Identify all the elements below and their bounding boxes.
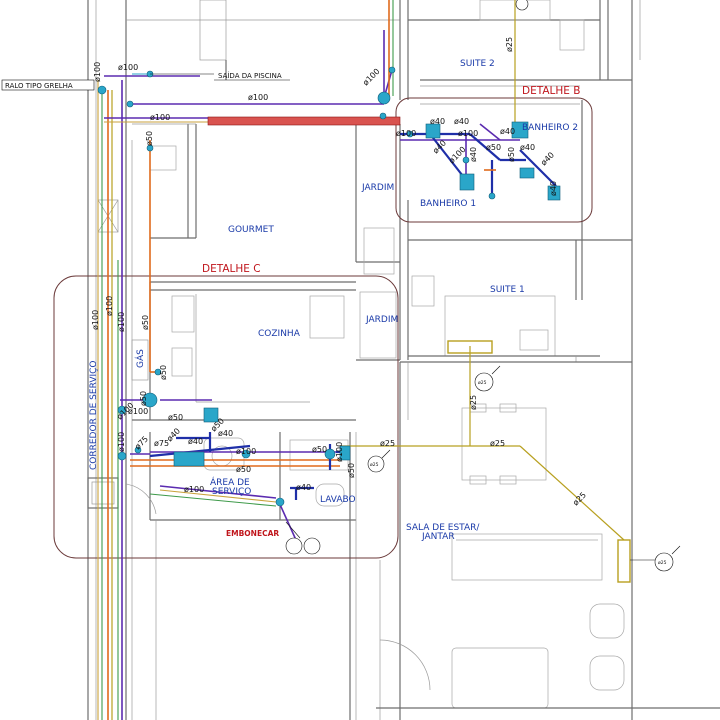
marker-circle [515,0,529,11]
detail-c-title: DETALHE C [202,263,261,275]
building-walls [87,0,720,720]
marker-circles: ø25 ø25 ø25 [285,0,681,572]
dim-label: ø50 [312,445,327,454]
gas-meter-box [447,340,493,354]
dim-label: ø100 [150,113,170,122]
room-area-servico-1: ÁREA DE [210,476,250,488]
room-gourmet: GOURMET [228,225,274,235]
dim-label: ø100 [105,296,114,316]
brick-wall-section [207,116,401,126]
detail-c-outline [53,275,399,559]
dim-label: ø100 [184,485,204,494]
marker-circle [285,521,321,555]
detail-b-title: DETALHE B [522,85,580,97]
dim-label: ø40 [188,437,203,446]
dim-label: ø50 [347,463,356,478]
embonecar-label: EMBONECAR [226,529,279,538]
diameter-labels: ø100 ø100 ø100 ø100 ø100 ø50 ø25 ø100 ø4… [91,37,588,507]
dim-label: ø50 [507,147,516,162]
marker-circle: ø25 [630,545,681,572]
room-sala-2: JANTAR [421,532,455,542]
dim-label: ø100 [361,67,382,88]
dim-label: ø40 [549,181,558,196]
room-gas: GÁS [134,349,146,368]
dim-label: ø50 [159,365,168,380]
dim-label: ø25 [469,395,478,410]
dim-label: ø100 [117,432,126,452]
gas-meter-box-2 [617,539,631,583]
dim-label: ø50 [145,131,154,146]
dim-label: ø40 [500,127,515,136]
dim-label: ø25 [380,439,395,448]
room-corredor-servico: CORREDOR DE SERVIÇO [89,360,99,470]
dim-label: ø75 [133,434,150,451]
dim-label: ø100 [128,407,148,416]
dim-label: ø50 [141,315,150,330]
ralo-label: RALO TIPO GRELHA [5,82,73,90]
room-banheiro-1: BANHEIRO 1 [420,199,476,209]
room-sala-1: SALA DE ESTAR/ [406,523,480,533]
dim-label: ø40 [165,426,182,443]
room-lavabo: LAVABO [320,495,356,505]
dim-label: ø100 [458,129,478,138]
dim-label: ø40 [296,483,311,492]
marker-label: ø25 [658,560,667,566]
marker-label: ø25 [370,462,379,468]
dim-label: ø25 [505,37,514,52]
dim-label: ø50 [236,465,251,474]
annotation-ralo: RALO TIPO GRELHA [1,79,95,91]
dim-label: ø50 [486,143,501,152]
dim-label: ø100 [236,447,256,456]
balcony-railing [420,85,580,105]
room-suite-1: SUITE 1 [490,285,525,295]
dim-label: ø75 [154,439,169,448]
dim-label: ø100 [396,129,416,138]
room-jardim-mid: JARDIM [365,315,398,325]
dim-label: ø40 [539,150,556,167]
dim-label: ø100 [118,63,138,72]
saida-piscina-label: SAÍDA DA PISCINA [218,71,282,80]
dim-label: ø100 [91,310,100,330]
marker-circle: ø25 [474,365,501,392]
dim-label: ø100 [117,312,126,332]
dim-label: ø100 [335,442,344,462]
room-area-servico-2: SERVIÇO [212,487,251,497]
dim-label: ø50 [139,391,148,406]
dim-label: ø50 [168,413,183,422]
room-suite-2: SUITE 2 [460,59,495,69]
dim-label: ø100 [248,93,268,102]
room-jardim-top: JARDIM [361,183,394,193]
dim-label: ø40 [520,143,535,152]
dim-label: ø100 [93,62,102,82]
room-cozinha: COZINHA [258,329,301,339]
marker-circle: ø25 [367,449,391,473]
pipe-network [97,0,631,720]
detail-b-outline [395,97,593,223]
annotation-saida-piscina: SAÍDA DA PISCINA [150,71,290,81]
room-banheiro-2: BANHEIRO 2 [522,123,578,133]
dim-label: ø40 [218,429,233,438]
marker-label: ø25 [478,380,487,386]
dim-label: ø40 [454,117,469,126]
dim-label: ø40 [469,147,478,162]
dim-label: ø40 [430,117,445,126]
fittings [97,66,561,507]
dim-label: ø25 [490,439,505,448]
